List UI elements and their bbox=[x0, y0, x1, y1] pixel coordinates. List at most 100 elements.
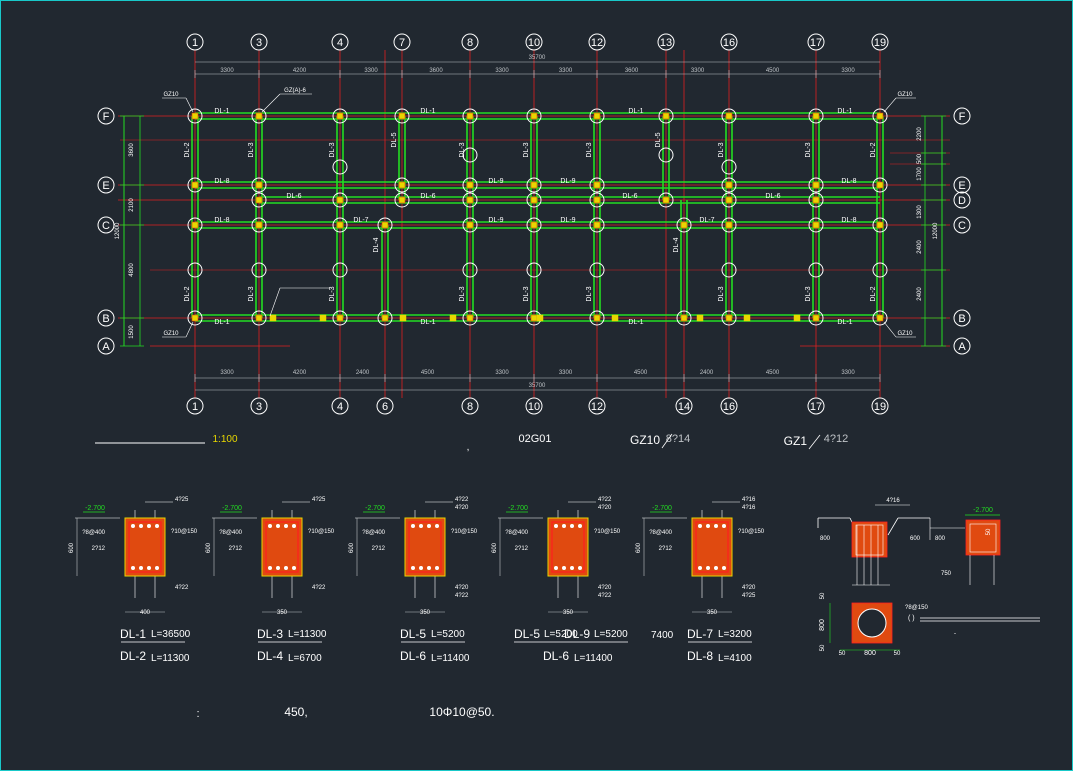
dim-top-6: 3600 bbox=[625, 68, 639, 74]
beam-label-h-2: DL-1 bbox=[628, 108, 643, 115]
pile-circle-7 bbox=[808, 262, 824, 278]
sec0-elev: -2.700 bbox=[85, 505, 105, 512]
column-core-8 bbox=[725, 112, 733, 120]
beam-label-v-2: DL-3 bbox=[329, 142, 336, 157]
column-core-46 bbox=[593, 314, 601, 322]
column-core-34 bbox=[530, 221, 538, 229]
sec4-outline bbox=[691, 517, 733, 577]
column-core-3 bbox=[398, 112, 406, 120]
col-label-br: GZ10 bbox=[897, 331, 913, 337]
dim-bottom-total: 35700 bbox=[529, 383, 546, 389]
axis-right-A bbox=[953, 337, 971, 355]
sec1-stirrup bbox=[265, 521, 299, 573]
column-ring-2 bbox=[332, 108, 348, 124]
column-ring-24 bbox=[526, 192, 542, 208]
column-core-1 bbox=[255, 112, 263, 120]
beam-label-v-14: DL-3 bbox=[248, 286, 255, 301]
beam-label-h-7: DL-8 bbox=[841, 178, 856, 185]
dim-left-0: 3600 bbox=[129, 143, 135, 157]
column-ring-34 bbox=[526, 217, 542, 233]
axis-bottom-14 bbox=[675, 397, 693, 415]
column-ring-23 bbox=[462, 192, 478, 208]
det-800v: 800 bbox=[819, 619, 826, 631]
column-ring-27 bbox=[721, 192, 737, 208]
beam-label-v-1: DL-3 bbox=[248, 142, 255, 157]
sec4-left2: 2?12 bbox=[659, 546, 673, 552]
column-ring-17 bbox=[721, 177, 737, 193]
sec0-top-bar bbox=[155, 524, 159, 528]
sec4-elev: -2.700 bbox=[652, 505, 672, 512]
column-core-24 bbox=[530, 196, 538, 204]
beam-label-h-19: DL-1 bbox=[420, 319, 435, 326]
dim-top-4: 3300 bbox=[495, 68, 509, 74]
dim-right-4: 2400 bbox=[917, 240, 923, 254]
dim-top-1: 4200 bbox=[293, 68, 307, 74]
column-ring-7 bbox=[658, 108, 674, 124]
beam-label-v-17: DL-3 bbox=[523, 286, 530, 301]
det-diag2 bbox=[887, 517, 899, 536]
column-ring-26 bbox=[658, 192, 674, 208]
det-50h1: 50 bbox=[839, 651, 846, 657]
column-ring-6 bbox=[589, 108, 605, 124]
sec2-left2: 2?12 bbox=[372, 546, 386, 552]
dim-bottom-7: 2400 bbox=[700, 370, 714, 376]
sec3-l1len: L=5200 bbox=[544, 629, 578, 640]
sec1-left2: 2?12 bbox=[229, 546, 243, 552]
sec0-left1: ?8@400 bbox=[82, 530, 105, 536]
dim-top-0: 3300 bbox=[220, 68, 234, 74]
sec4-l2: DL-8 bbox=[687, 649, 713, 663]
dim-left-total: 12000 bbox=[115, 222, 121, 239]
sec4-bot2-rebar: 4?25 bbox=[742, 593, 756, 599]
sec1-top-bar bbox=[276, 524, 280, 528]
axis-left-C-label: C bbox=[102, 220, 110, 232]
dim-right-5: 2400 bbox=[917, 287, 923, 301]
sec3-l1: DL-5 bbox=[514, 627, 540, 641]
det-50v1: 50 bbox=[820, 592, 826, 599]
axis-top-16-label: 16 bbox=[723, 37, 735, 49]
sec1-width: 350 bbox=[277, 610, 288, 616]
column-ring-5 bbox=[526, 108, 542, 124]
axis-left-E bbox=[97, 176, 115, 194]
column-marker-8 bbox=[793, 314, 801, 322]
det-paren: ( ) bbox=[908, 615, 915, 622]
axis-right-F-label: F bbox=[959, 111, 966, 123]
axis-right-B bbox=[953, 309, 971, 327]
gz1-rebar: 4?12 bbox=[824, 433, 848, 445]
column-ring-30 bbox=[251, 217, 267, 233]
column-core-17 bbox=[725, 181, 733, 189]
gz10-slash bbox=[661, 433, 673, 449]
axis-right-D-label: D bbox=[958, 195, 966, 207]
sec3-bot-rebar: 4?20 bbox=[598, 585, 612, 591]
column-core-33 bbox=[466, 221, 474, 229]
beam-label-v-8: DL-3 bbox=[718, 142, 725, 157]
sec3-top-bar bbox=[562, 524, 566, 528]
axis-bottom-19-label: 19 bbox=[874, 401, 886, 413]
column-core-2 bbox=[336, 112, 344, 120]
axis-right-C-label: C bbox=[958, 220, 966, 232]
beam-label-h-17: DL-8 bbox=[841, 217, 856, 224]
column-core-20 bbox=[255, 196, 263, 204]
dim-bottom-1: 4200 bbox=[293, 370, 307, 376]
axis-bottom-12 bbox=[588, 397, 606, 415]
sec2-l1len: L=5200 bbox=[431, 629, 465, 640]
dim-bottom-2: 2400 bbox=[356, 370, 370, 376]
column-marker-6 bbox=[696, 314, 704, 322]
sec1-top-bar bbox=[292, 524, 296, 528]
column-ring-46 bbox=[589, 310, 605, 326]
axis-bottom-4-label: 4 bbox=[337, 401, 343, 413]
pile-circle-9 bbox=[332, 159, 348, 175]
sec2-bot-bar bbox=[427, 566, 431, 570]
sec3-left1: ?8@400 bbox=[505, 530, 528, 536]
axis-bottom-1-label: 1 bbox=[192, 401, 198, 413]
column-core-23 bbox=[466, 196, 474, 204]
axis-bottom-19 bbox=[871, 397, 889, 415]
axis-right-C bbox=[953, 216, 971, 234]
sec3-top-bar bbox=[554, 524, 558, 528]
column-core-43 bbox=[381, 314, 389, 322]
column-ring-22 bbox=[394, 192, 410, 208]
sec1-top-bar bbox=[268, 524, 272, 528]
column-ring-35 bbox=[589, 217, 605, 233]
sec1-bot-bar bbox=[284, 566, 288, 570]
sec3-bot2-rebar: 4?22 bbox=[598, 593, 612, 599]
sec2-top-bar bbox=[435, 524, 439, 528]
